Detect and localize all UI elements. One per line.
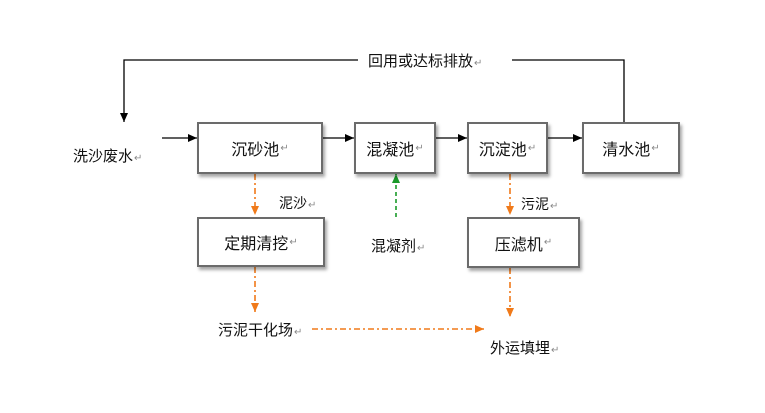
node-periodic-cleaning-label: 定期清挖 <box>224 234 289 253</box>
node-filter-press: 压滤机↵ <box>467 217 580 268</box>
label-reuse: 回用或达标排放↵ <box>368 50 482 71</box>
label-external-landfill: 外运填埋↵ <box>490 337 559 358</box>
paragraph-mark: ↵ <box>280 142 289 154</box>
paragraph-mark: ↵ <box>550 201 559 212</box>
recycle-arrow <box>120 59 358 122</box>
paragraph-mark: ↵ <box>308 200 317 211</box>
label-external-landfill-text: 外运填埋 <box>490 339 551 357</box>
paragraph-mark: ↵ <box>134 153 143 164</box>
paragraph-mark: ↵ <box>651 142 660 154</box>
label-sludge-drying-text: 污泥干化场 <box>218 321 294 339</box>
paragraph-mark: ↵ <box>289 236 298 248</box>
paragraph-mark: ↵ <box>417 243 426 254</box>
node-settling-sand: 沉砂池↵ <box>197 122 323 174</box>
paragraph-mark: ↵ <box>551 345 560 356</box>
node-sedimentation-label: 沉淀池 <box>478 140 527 159</box>
node-clear-water: 清水池↵ <box>582 122 680 174</box>
label-mud-sand: 泥沙↵ <box>279 193 316 213</box>
label-wastewater-text: 洗沙废水 <box>73 147 134 165</box>
label-sludge-text: 污泥 <box>521 197 549 213</box>
label-wastewater: 洗沙废水↵ <box>73 145 142 166</box>
node-periodic-cleaning: 定期清挖↵ <box>197 217 325 267</box>
label-reuse-text: 回用或达标排放 <box>368 52 474 70</box>
paragraph-mark: ↵ <box>474 58 483 69</box>
label-sludge-drying: 污泥干化场↵ <box>218 319 302 340</box>
node-sedimentation: 沉淀池↵ <box>467 122 548 174</box>
label-coagulant: 混凝剂↵ <box>371 235 425 256</box>
label-mud-sand-text: 泥沙 <box>279 196 307 212</box>
paragraph-mark: ↵ <box>527 142 537 154</box>
node-settling-sand-label: 沉砂池 <box>231 140 280 159</box>
recycle-line <box>512 59 625 122</box>
paragraph-mark: ↵ <box>294 327 303 338</box>
node-filter-press-label: 压滤机 <box>494 234 543 254</box>
paragraph-mark: ↵ <box>415 142 424 154</box>
label-coagulant-text: 混凝剂 <box>371 237 417 255</box>
label-sludge: 污泥↵ <box>521 194 558 214</box>
node-coagulation: 混凝池↵ <box>354 122 436 174</box>
paragraph-mark: ↵ <box>543 237 553 248</box>
node-coagulation-label: 混凝池 <box>366 140 415 159</box>
node-clear-water-label: 清水池 <box>602 140 651 159</box>
